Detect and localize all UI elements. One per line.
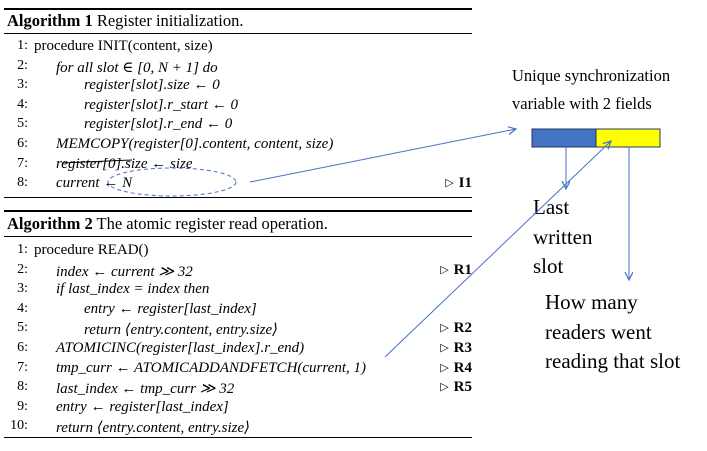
code-line: 4: register[slot].r_start ← 0 [4, 97, 472, 117]
top-rule [4, 8, 472, 10]
line-number: 3: [17, 77, 28, 93]
last-written-label-line1: Last [533, 195, 570, 219]
line-tag-label: R3 [453, 340, 472, 356]
comment-triangle-icon: ▷ [445, 177, 454, 190]
code-line: 6: ATOMICINC(register[last_index].r_end) ▷… [4, 340, 472, 360]
line-tag: ▷ R4 [440, 360, 472, 377]
line-number: 1: [17, 38, 28, 53]
algorithm-2-caption: Algorithm 2 The atomic register read ope… [7, 214, 328, 234]
line-code: entry ← register[last_index] [56, 398, 229, 415]
line-number: 2: [17, 261, 28, 277]
comment-triangle-icon: ▷ [440, 361, 449, 374]
algorithm-1-caption: Algorithm 1 Register initialization. [7, 11, 243, 31]
code-line: 3: register[slot].size ← 0 [4, 77, 472, 97]
top-rule [4, 210, 472, 212]
sync-variable-label-line2: variable with 2 fields [512, 94, 652, 113]
code-line: 6: MEMCOPY(register[0].content, content, … [4, 136, 472, 156]
comment-triangle-icon: ▷ [440, 263, 449, 276]
current-highlight-ellipse [107, 167, 237, 197]
line-code: index ← current ≫ 32 [56, 263, 193, 280]
strike-mark [61, 159, 133, 164]
code-line: 10: return ⟨entry.content, entry.size⟩ [4, 418, 472, 438]
line-code: register[0].size ← size [56, 155, 193, 172]
line-code: MEMCOPY(register[0].content, content, si… [56, 136, 334, 152]
last-written-label-line2: written [533, 225, 593, 249]
line-number: 8: [17, 175, 28, 191]
line-tag-label: I1 [458, 175, 472, 192]
line-number: 7: [17, 359, 28, 375]
bottom-rule [4, 437, 472, 438]
last-written-label-line3: slot [533, 254, 564, 278]
line-tag-label: R5 [453, 379, 472, 396]
line-number: 2: [17, 57, 28, 73]
caption-label: Algorithm 2 [7, 214, 93, 233]
line-tag: ▷ R5 [440, 379, 472, 396]
code-line: 1: procedure INIT(content, size) [4, 38, 472, 58]
line-number: 6: [17, 136, 28, 151]
sync-variable-label-line1: Unique synchronization [512, 66, 671, 85]
line-code: for all slot ∈ [0, N + 1] do [56, 59, 218, 76]
line-tag-label: R2 [453, 320, 472, 337]
caption-rule [4, 236, 472, 237]
code-line: 7: register[0].size ← size [4, 156, 472, 176]
line-code: register[slot].r_start ← 0 [84, 96, 239, 113]
line-number: 6: [17, 340, 28, 355]
comment-triangle-icon: ▷ [440, 322, 449, 335]
line-tag: ▷ R2 [440, 320, 472, 337]
line-number: 4: [17, 96, 28, 112]
line-tag: ▷ R1 [440, 262, 472, 279]
code-line: 3: if last_index = index then [4, 281, 472, 301]
line-number: 10: [10, 418, 28, 434]
line-number: 9: [17, 398, 28, 414]
line-code: return ⟨entry.content, entry.size⟩ [56, 420, 251, 437]
sync-field-left [531, 128, 597, 148]
line-code: procedure READ() [34, 242, 149, 258]
sync-field-right [595, 128, 661, 148]
line-number: 8: [17, 379, 28, 395]
code-line: 2: index ← current ≫ 32 ▷ R1 [4, 262, 472, 282]
line-tag: ▷ I1 [445, 175, 472, 192]
line-number: 4: [17, 300, 28, 316]
line-tag: ▷ R3 [440, 340, 472, 357]
caption-title: Register initialization. [96, 11, 244, 30]
readers-label-line1: How many [545, 290, 638, 314]
line-number: 3: [17, 281, 28, 297]
line-number: 1: [17, 242, 28, 257]
line-number: 5: [17, 116, 28, 132]
line-number: 7: [17, 155, 28, 171]
line-code: tmp_curr ← ATOMICADDANDFETCH(current, 1) [56, 359, 366, 376]
code-line: 8: last_index ← tmp_curr ≫ 32 ▷ R5 [4, 379, 472, 399]
line-code: last_index ← tmp_curr ≫ 32 [56, 381, 235, 398]
line-code: return ⟨entry.content, entry.size⟩ [84, 322, 279, 339]
code-line: 2: for all slot ∈ [0, N + 1] do [4, 58, 472, 78]
comment-triangle-icon: ▷ [440, 342, 449, 354]
line-tag-label: R1 [453, 261, 472, 278]
caption-title: The atomic register read operation. [96, 214, 328, 233]
code-line: 7: tmp_curr ← ATOMICADDANDFETCH(current, … [4, 360, 472, 380]
current-to-sync-arrow [249, 129, 516, 183]
line-code: entry ← register[last_index] [84, 300, 257, 317]
readers-label-line2: readers went [545, 320, 652, 344]
code-line: 4: entry ← register[last_index] [4, 301, 472, 321]
line-code: ATOMICINC(register[last_index].r_end) [56, 340, 305, 356]
code-line: 5: return ⟨entry.content, entry.size⟩ ▷ R2 [4, 320, 472, 340]
addfetch-to-sync-arrow [384, 141, 611, 358]
code-line: 9: entry ← register[last_index] [4, 399, 472, 419]
code-line: 5: register[slot].r_end ← 0 [4, 116, 472, 136]
line-tag-label: R4 [453, 359, 472, 376]
caption-rule [4, 33, 472, 34]
line-code: if last_index = index then [56, 281, 210, 298]
comment-triangle-icon: ▷ [440, 381, 449, 394]
line-number: 5: [17, 320, 28, 336]
readers-label-line3: reading that slot [545, 349, 681, 373]
line-code: register[slot].r_end ← 0 [84, 116, 233, 133]
line-code: register[slot].size ← 0 [84, 77, 220, 94]
bottom-rule [4, 197, 472, 198]
code-line: 1: procedure READ() [4, 242, 472, 262]
line-code: procedure INIT(content, size) [34, 38, 213, 54]
caption-label: Algorithm 1 [7, 11, 93, 30]
